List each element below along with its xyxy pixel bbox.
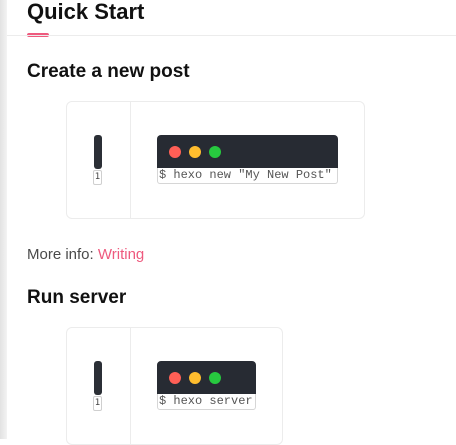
line-number: 1 (93, 170, 102, 185)
page-title: Quick Start (27, 0, 145, 24)
section-heading-run-server: Run server (27, 287, 127, 308)
code-command[interactable]: $ hexo new "My New Post" (157, 168, 338, 184)
maximize-dot-icon (209, 146, 221, 158)
terminal-window: $ hexo server (157, 361, 256, 410)
writing-link[interactable]: Writing (97, 246, 145, 263)
terminal-title-bar (157, 361, 256, 394)
close-dot-icon (169, 372, 181, 384)
left-edge-shadow (0, 0, 7, 439)
minimize-dot-icon (189, 372, 201, 384)
code-block-run-server: 1 $ hexo server (66, 327, 283, 445)
maximize-dot-icon (209, 372, 221, 384)
more-info: More info: Writing (27, 246, 144, 264)
minimize-dot-icon (189, 146, 201, 158)
terminal-window: $ hexo new "My New Post" (157, 135, 338, 184)
more-info-label: More info: (27, 246, 94, 263)
code-block-create-post: 1 $ hexo new "My New Post" (66, 101, 365, 219)
header-divider (7, 35, 456, 36)
line-number: 1 (93, 396, 102, 411)
close-dot-icon (169, 146, 181, 158)
code-gutter: 1 (67, 328, 131, 444)
terminal-title-bar (157, 135, 338, 168)
gutter-bar (94, 135, 102, 169)
code-gutter: 1 (67, 102, 131, 218)
gutter-bar (94, 361, 102, 395)
code-command[interactable]: $ hexo server (157, 394, 256, 410)
section-heading-create-post: Create a new post (27, 61, 190, 82)
